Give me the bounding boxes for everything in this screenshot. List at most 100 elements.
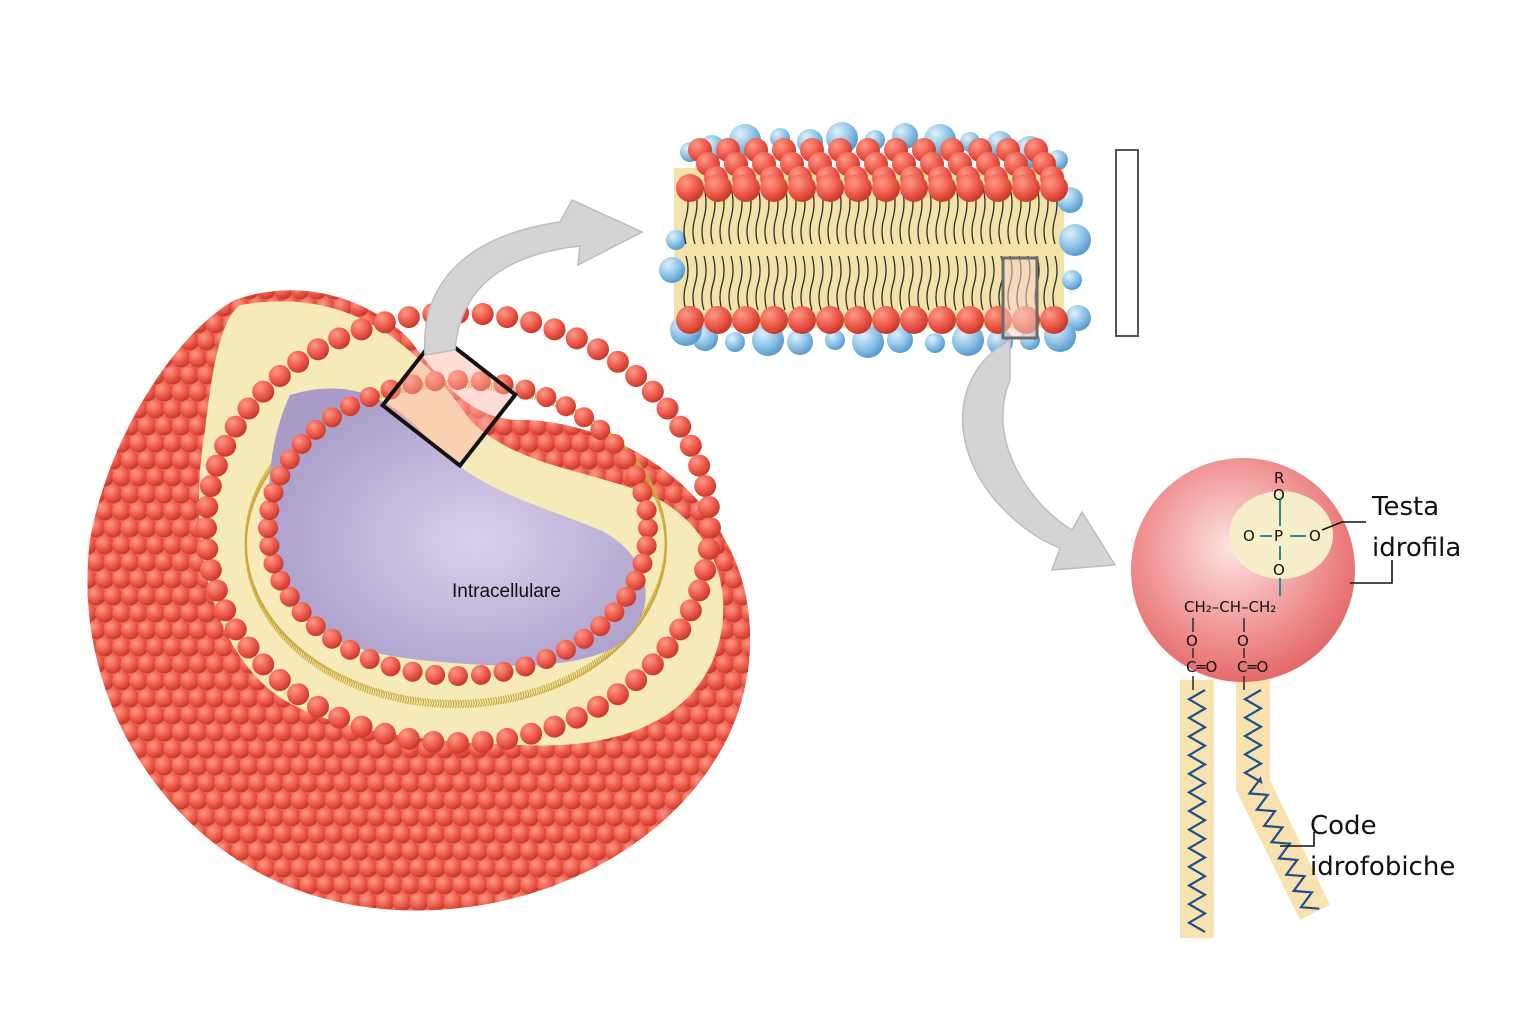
head-bead <box>231 671 250 691</box>
head-bead <box>214 909 233 911</box>
tail-tick <box>363 683 367 693</box>
head-bead <box>571 909 590 911</box>
phospholipid-molecule: R O O P O O CH₂–CH–CH₂ O O C═O C═O Testa… <box>1131 458 1461 938</box>
head-bead <box>749 688 751 708</box>
head-bead <box>625 465 646 486</box>
head-bead <box>137 790 157 810</box>
head-bead <box>571 807 590 827</box>
head-bead <box>282 705 301 725</box>
head-bead <box>270 570 291 591</box>
head-bead <box>724 365 743 385</box>
head-bead <box>732 620 751 640</box>
head-bead <box>197 841 216 861</box>
head-bead <box>205 654 225 674</box>
head-bead <box>698 382 718 402</box>
head-bead <box>625 364 648 387</box>
slab-head <box>872 306 900 334</box>
head-bead <box>188 290 208 300</box>
head-bead <box>639 841 658 861</box>
slab-head <box>984 174 1012 202</box>
head-bead <box>579 824 599 844</box>
tail-tick <box>399 385 402 394</box>
head-bead <box>248 739 267 759</box>
head-bead <box>112 671 131 691</box>
tail-tick <box>487 697 490 707</box>
head-bead <box>137 382 157 402</box>
head-bead <box>520 773 539 793</box>
head-bead <box>554 841 573 861</box>
head-bead <box>87 518 106 538</box>
head-bead <box>222 756 242 776</box>
head-bead <box>555 396 576 417</box>
slab-tail <box>890 255 896 311</box>
head-bead <box>273 790 293 810</box>
slab-head <box>676 174 704 202</box>
head-bead <box>749 654 751 674</box>
tail-band-2 <box>1236 680 1330 920</box>
head-bead <box>316 807 335 827</box>
head-bead <box>767 825 786 844</box>
head-bead <box>545 416 565 436</box>
head-bead <box>103 290 123 300</box>
tail-tick <box>287 636 291 646</box>
head-bead <box>373 722 396 745</box>
head-bead <box>171 790 191 810</box>
head-bead <box>87 824 106 844</box>
head-bead <box>664 348 684 368</box>
head-bead <box>632 482 653 503</box>
head-bead <box>749 552 751 572</box>
bilayer-slab <box>659 122 1139 358</box>
head-bead <box>452 875 471 895</box>
head-bead <box>129 297 148 317</box>
slab-tail <box>800 255 806 311</box>
head-bead <box>214 739 233 759</box>
head-bead <box>87 290 106 300</box>
head-bead <box>154 586 174 606</box>
head-bead <box>103 620 123 640</box>
chem-carbonyl-2: C═O <box>1237 658 1268 676</box>
tail-tick <box>264 472 267 481</box>
head-bead <box>87 382 106 402</box>
head-bead <box>724 569 743 589</box>
head-bead <box>367 773 386 793</box>
head-bead <box>579 756 599 776</box>
tail-tick <box>261 475 265 485</box>
head-bead <box>299 739 318 759</box>
head-bead <box>639 909 658 911</box>
head-bead <box>214 434 237 457</box>
head-bead <box>137 620 157 640</box>
head-bead <box>647 722 667 742</box>
tail-tick <box>504 694 508 704</box>
head-bead <box>596 290 616 300</box>
slab-tail <box>728 255 734 311</box>
tail-tick <box>467 379 470 389</box>
head-bead <box>758 604 777 623</box>
head-bead <box>573 628 594 649</box>
slab-head <box>956 306 984 334</box>
head-bead <box>460 756 480 776</box>
tail-tick <box>664 537 668 547</box>
head-bead <box>171 484 191 504</box>
head-bead <box>613 314 633 334</box>
head-bead <box>87 739 97 759</box>
head-bead <box>639 739 658 759</box>
head-bead <box>758 536 777 555</box>
tail-tick <box>389 691 393 701</box>
head-bead <box>397 727 420 750</box>
head-bead <box>503 909 522 911</box>
head-bead <box>205 858 225 878</box>
head-bead <box>146 739 165 759</box>
head-bead <box>639 773 658 793</box>
head-bead <box>470 371 491 392</box>
head-bead <box>87 552 89 572</box>
tail-tick <box>431 698 435 708</box>
head-bead <box>299 841 318 861</box>
tail-tick <box>424 381 427 391</box>
head-bead <box>426 824 446 844</box>
head-bead <box>87 290 89 300</box>
head-bead <box>197 739 216 759</box>
head-bead <box>120 620 140 640</box>
slab-tail <box>755 255 761 311</box>
head-bead <box>222 722 242 742</box>
head-bead <box>120 654 140 674</box>
